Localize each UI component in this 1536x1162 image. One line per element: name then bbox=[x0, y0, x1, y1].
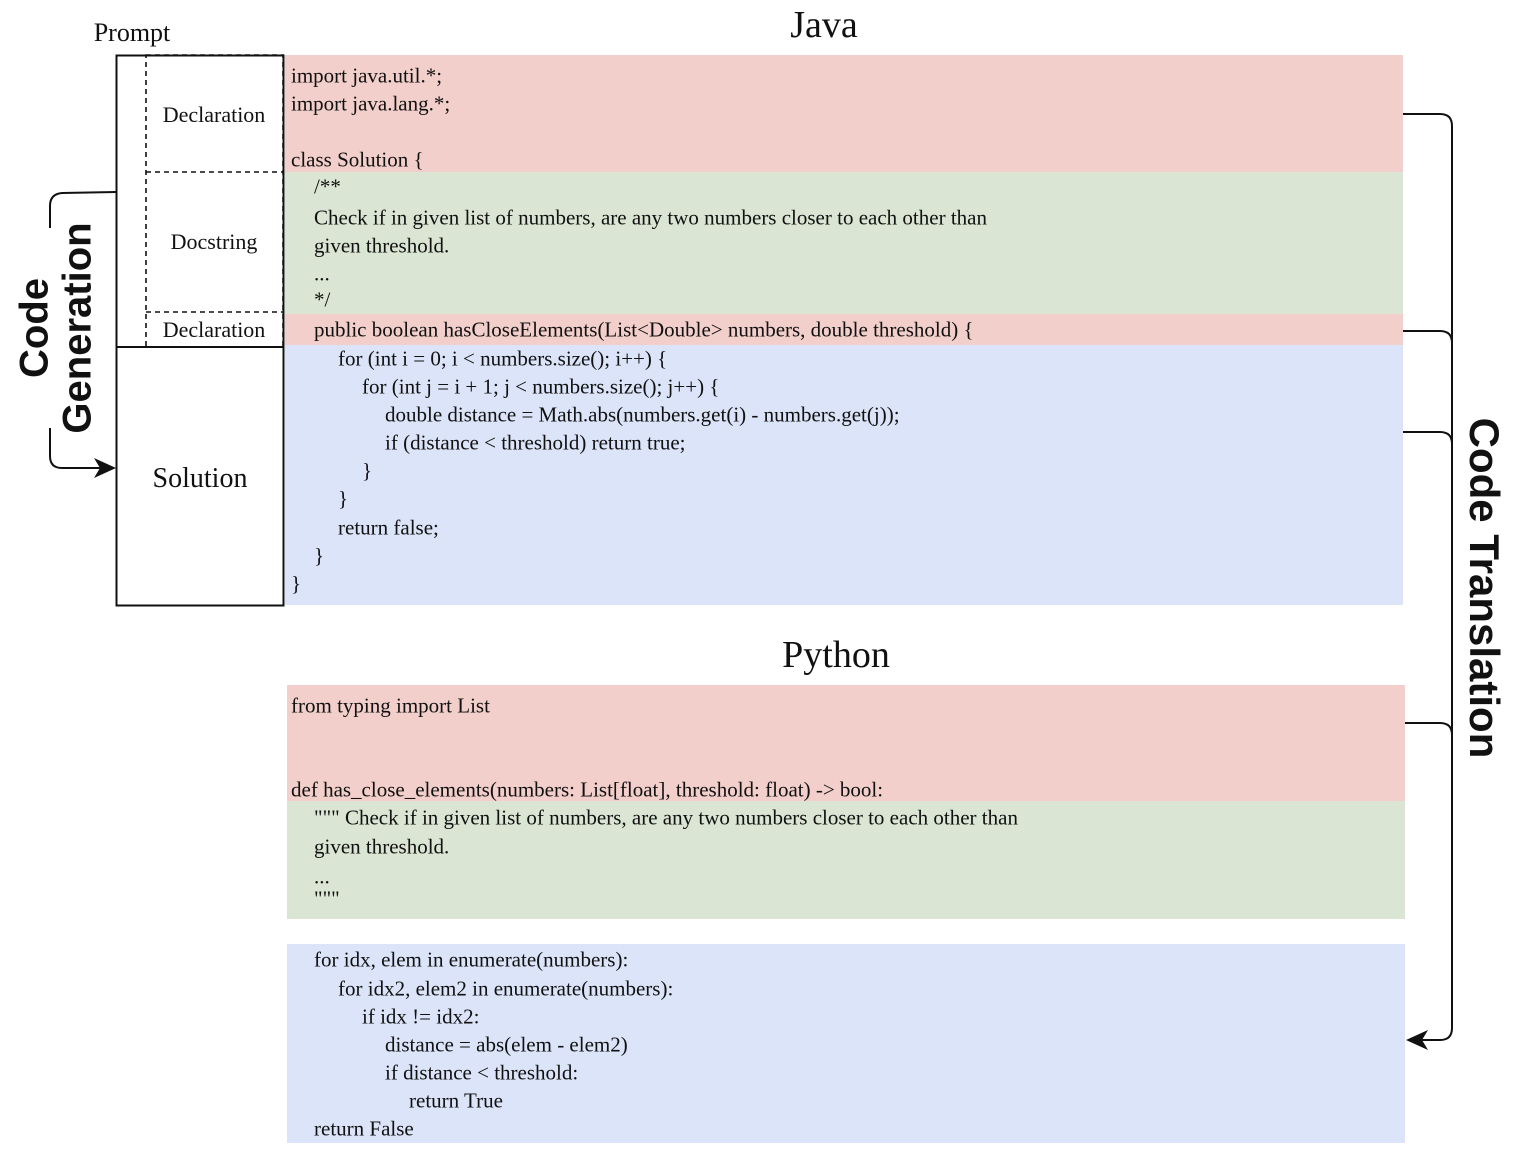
java-code-line: } bbox=[338, 486, 349, 511]
python-code-line: def has_close_elements(numbers: List[flo… bbox=[291, 777, 884, 802]
java-docstring-block bbox=[285, 172, 1403, 314]
declaration-label: Declaration bbox=[162, 102, 266, 127]
java-code-line: double distance = Math.abs(numbers.get(i… bbox=[385, 402, 900, 427]
code-generation-bracket bbox=[49, 191, 117, 228]
java-code-line: class Solution { bbox=[291, 147, 424, 172]
java-title: Java bbox=[790, 4, 858, 46]
java-code-line: import java.util.*; bbox=[291, 63, 443, 88]
java-code-line: } bbox=[291, 571, 302, 596]
java-code-line: Check if in given list of numbers, are a… bbox=[314, 205, 987, 230]
java-code-line: public boolean hasCloseElements(List<Dou… bbox=[314, 317, 974, 342]
python-code-line: """ Check if in given list of numbers, a… bbox=[314, 805, 1018, 830]
python-code-line: if distance < threshold: bbox=[385, 1060, 579, 1085]
python-code-line: distance = abs(elem - elem2) bbox=[385, 1032, 628, 1057]
code-generation-arrow bbox=[49, 428, 116, 478]
docstring-label: Docstring bbox=[170, 229, 258, 254]
java-code-line: import java.lang.*; bbox=[291, 91, 451, 116]
java-code-line: if (distance < threshold) return true; bbox=[385, 430, 686, 455]
java-signature-block bbox=[285, 314, 1403, 345]
java-code-line: } bbox=[314, 543, 325, 568]
python-code-line: return True bbox=[409, 1088, 503, 1113]
python-code-line: ... bbox=[314, 864, 330, 889]
python-code-line: from typing import List bbox=[291, 693, 490, 718]
python-code-line: given threshold. bbox=[314, 834, 450, 859]
python-code-line: return False bbox=[314, 1116, 414, 1141]
python-code-line: """ bbox=[314, 886, 340, 911]
python-code-line: for idx, elem in enumerate(numbers): bbox=[314, 947, 629, 972]
python-docstring-block bbox=[287, 801, 1405, 919]
java-code-line: /** bbox=[314, 174, 341, 199]
java-code-line: for (int j = i + 1; j < numbers.size(); … bbox=[362, 374, 720, 399]
python-declaration-block bbox=[287, 685, 1405, 801]
prompt-dashed-parts bbox=[145, 54, 284, 348]
python-title: Python bbox=[782, 634, 890, 676]
java-code-line: for (int i = 0; i < numbers.size(); i++)… bbox=[338, 346, 668, 371]
python-solution-block bbox=[287, 944, 1405, 1143]
java-code-line: } bbox=[362, 458, 373, 483]
solution-label: Solution bbox=[152, 463, 248, 494]
code-translation-label: Code Translation bbox=[1461, 417, 1508, 759]
code-generation-label-line1: Code bbox=[12, 278, 57, 378]
java-solution-block bbox=[285, 345, 1403, 605]
python-code-line: if idx != idx2: bbox=[362, 1004, 480, 1029]
code-generation-label-line2: Generation bbox=[55, 222, 100, 434]
java-code-line: return false; bbox=[338, 515, 439, 540]
prompt-label: Prompt bbox=[93, 18, 171, 47]
java-code-line: */ bbox=[314, 287, 331, 312]
declaration-label: Declaration bbox=[162, 317, 266, 342]
java-declaration-block bbox=[285, 55, 1403, 172]
java-code-line: ... bbox=[314, 261, 330, 286]
code-translation-bracket bbox=[1403, 113, 1453, 1050]
python-code-line: for idx2, elem2 in enumerate(numbers): bbox=[338, 976, 674, 1001]
java-code-line: given threshold. bbox=[314, 233, 450, 258]
